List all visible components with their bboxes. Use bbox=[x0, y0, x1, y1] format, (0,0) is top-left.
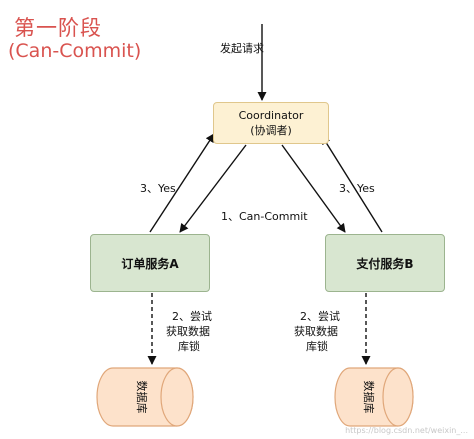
try-lock-left-line1: 2、尝试 bbox=[172, 310, 212, 323]
coordinator-name: Coordinator bbox=[238, 109, 304, 122]
yes-label-left: 3、Yes bbox=[140, 182, 176, 195]
yes-arrow-left bbox=[149, 133, 215, 233]
phase-title: 第一阶段 bbox=[14, 16, 102, 40]
order-service-label: 订单服务A bbox=[121, 256, 179, 271]
watermark: https://blog.csdn.net/weixin_... bbox=[345, 426, 468, 435]
pay-service-node: 支付服务B bbox=[325, 234, 445, 292]
try-lock-left-line2: 获取数据 bbox=[166, 325, 210, 338]
try-lock-right-line3: 库锁 bbox=[306, 340, 328, 353]
can-commit-arrow-left bbox=[179, 144, 247, 233]
yes-arrow-right bbox=[321, 135, 383, 233]
request-label: 发起请求 bbox=[220, 42, 264, 55]
database-left: 数据库 bbox=[96, 367, 194, 427]
try-lock-left-line3: 库锁 bbox=[178, 340, 200, 353]
yes-label-right: 3、Yes bbox=[339, 182, 375, 195]
order-service-node: 订单服务A bbox=[90, 234, 210, 292]
database-right-label: 数据库 bbox=[362, 381, 376, 414]
can-commit-label: 1、Can-Commit bbox=[221, 210, 308, 223]
database-right: 数据库 bbox=[334, 367, 414, 427]
database-left-label: 数据库 bbox=[135, 381, 149, 414]
try-lock-right-line2: 获取数据 bbox=[294, 325, 338, 338]
can-commit-arrow-right bbox=[281, 144, 346, 233]
try-lock-right-line1: 2、尝试 bbox=[300, 310, 340, 323]
coordinator-role: (协调者) bbox=[250, 124, 292, 137]
coordinator-node: Coordinator (协调者) bbox=[213, 102, 329, 144]
phase-subtitle: (Can-Commit) bbox=[8, 40, 142, 62]
pay-service-label: 支付服务B bbox=[356, 256, 414, 271]
